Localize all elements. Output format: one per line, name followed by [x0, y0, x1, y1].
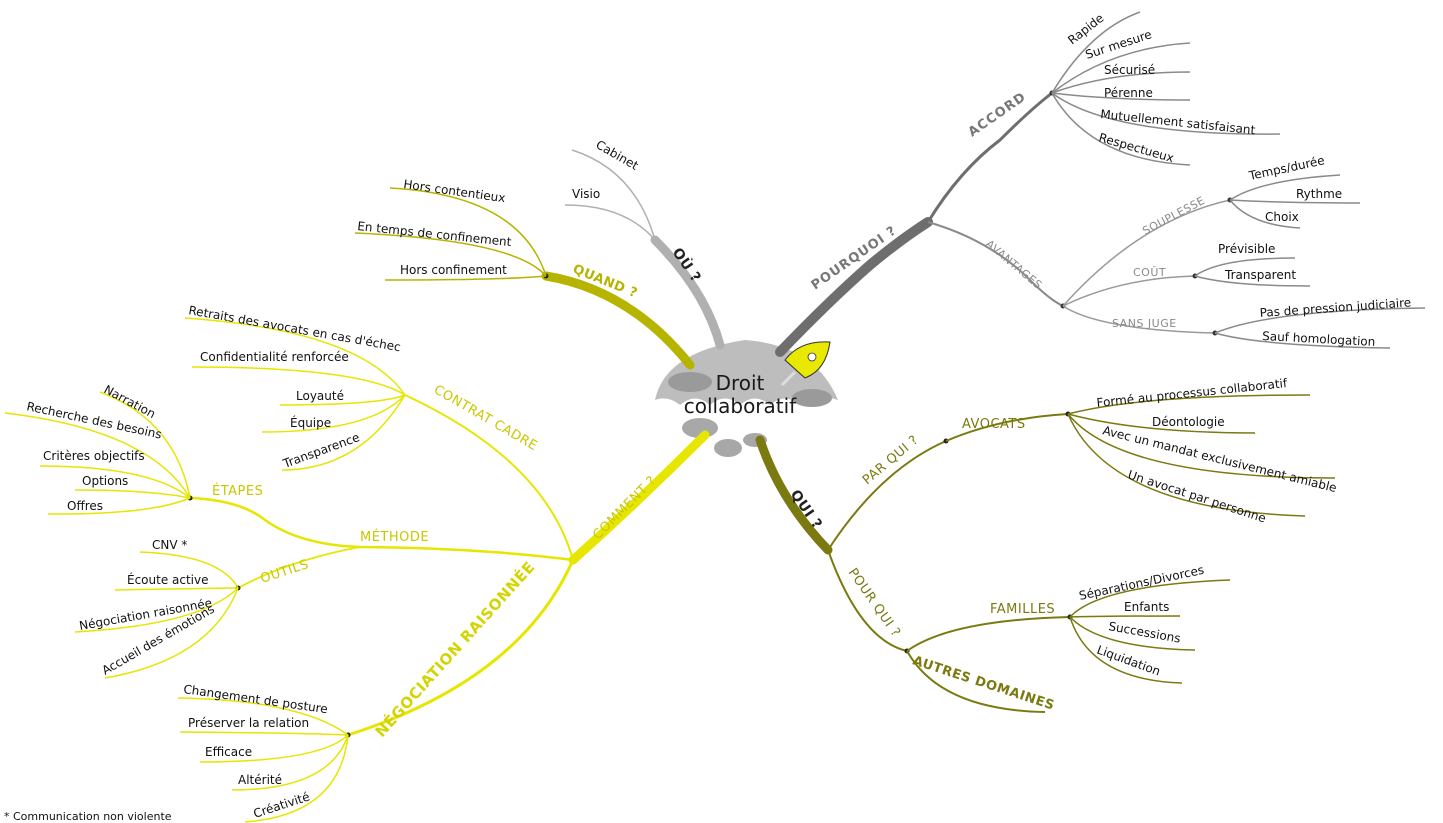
etapes-item-narration: Narration [102, 382, 158, 421]
label-pour-qui: POUR QUI ? [845, 566, 903, 640]
label-methode: MÉTHODE [360, 529, 429, 545]
label-outils: OUTILS [259, 557, 311, 587]
outils-item-ecoute: Écoute active [127, 572, 209, 587]
avocats-item-un-avocat: Un avocat par personne [1126, 468, 1268, 526]
sans-juge-item-homologation: Sauf homologation [1262, 329, 1376, 349]
quand-item-hors-confinement: Hors confinement [400, 263, 507, 277]
branch-qui[interactable]: QUI ? PAR QUI ? AVOCATS Formé au process… [755, 376, 1338, 714]
contrat-item-equipe: Équipe [290, 415, 331, 430]
rocket-icon [780, 341, 831, 387]
familles-item-liquidation: Liquidation [1095, 643, 1162, 679]
label-souplesse: SOUPLESSE [1140, 194, 1207, 238]
label-sans-juge: SANS JUGE [1112, 317, 1177, 330]
souplesse-item-rythme: Rythme [1296, 187, 1342, 201]
label-familles: FAMILLES [990, 602, 1055, 617]
contrat-item-confidentialite: Confidentialité renforcée [200, 350, 349, 364]
label-avocats: AVOCATS [962, 417, 1026, 432]
center-title-line1: Droit [716, 371, 765, 395]
accord-item-perenne: Pérenne [1104, 86, 1153, 100]
label-avantages: AVANTAGES [983, 237, 1045, 292]
label-cout: COÛT [1133, 266, 1166, 279]
accord-item-mutuellement: Mutuellement satisfaisant [1100, 107, 1257, 137]
etapes-item-options: Options [82, 474, 128, 488]
label-etapes: ÉTAPES [212, 483, 263, 499]
avocats-item-deontologie: Déontologie [1152, 415, 1225, 429]
etapes-item-offres: Offres [67, 499, 103, 513]
ou-item-visio: Visio [572, 187, 600, 201]
souplesse-item-temps: Temps/durée [1247, 153, 1326, 183]
footnote: * Communication non violente [4, 810, 172, 823]
accord-item-rapide: Rapide [1065, 11, 1106, 48]
familles-item-enfants: Enfants [1124, 600, 1169, 614]
avocats-item-forme: Formé au processus collaboratif [1096, 376, 1289, 410]
cout-item-previsible: Prévisible [1218, 242, 1275, 256]
quand-item-confinement: En temps de confinement [357, 219, 513, 249]
quand-item-hors-contentieux: Hors contentieux [403, 177, 507, 205]
contrat-item-loyaute: Loyauté [296, 389, 344, 403]
negociation-item-efficace: Efficace [205, 745, 252, 759]
center-title-line2: collaboratif [684, 394, 797, 418]
souplesse-item-choix: Choix [1265, 210, 1299, 224]
outils-item-cnv: CNV * [152, 538, 187, 552]
branch-comment[interactable]: COMMENT ? CONTRAT CADRE Retraits des avo… [4, 303, 710, 823]
label-contrat-cadre: CONTRAT CADRE [431, 382, 540, 454]
accord-item-respectueux: Respectueux [1097, 130, 1175, 165]
sans-juge-item-pression: Pas de pression judiciaire [1259, 295, 1411, 320]
branch-pourquoi[interactable]: POURQUOI ? ACCORD Rapide Sur mesure Sécu… [775, 11, 1426, 357]
center-node[interactable]: Droit collaboratif [655, 340, 838, 457]
contrat-item-retraits: Retraits des avocats en cas d'échec [187, 303, 401, 354]
label-accord: ACCORD [966, 90, 1029, 141]
branch-quand[interactable]: QUAND ? Hors contentieux En temps de con… [354, 177, 695, 370]
etapes-item-criteres: Critères objectifs [43, 449, 145, 463]
label-negociation: NÉGOCIATION RAISONNÉE [371, 557, 539, 740]
negociation-item-alterite: Altérité [238, 773, 282, 787]
label-comment: COMMENT ? [590, 473, 659, 542]
ou-item-cabinet: Cabinet [594, 137, 641, 172]
cout-item-transparent: Transparent [1224, 268, 1296, 282]
accord-item-securise: Sécurisé [1104, 63, 1155, 77]
negociation-item-relation: Préserver la relation [188, 716, 309, 730]
